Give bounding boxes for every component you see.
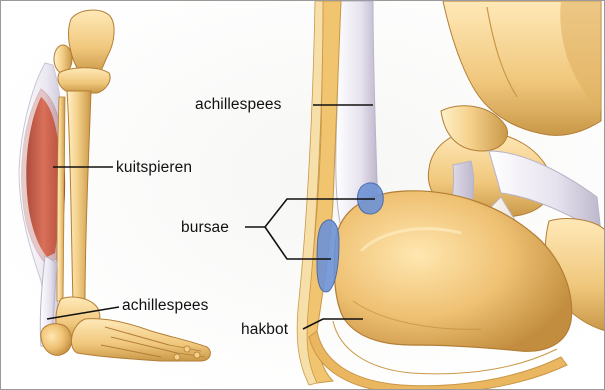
label-achillespees-upper: achillespees [195,97,282,113]
label-kuitspieren: kuitspieren [116,160,192,176]
label-achillespees-lower: achillespees [122,298,209,314]
label-bursae: bursae [181,220,229,236]
label-hakbot: hakbot [241,322,288,338]
